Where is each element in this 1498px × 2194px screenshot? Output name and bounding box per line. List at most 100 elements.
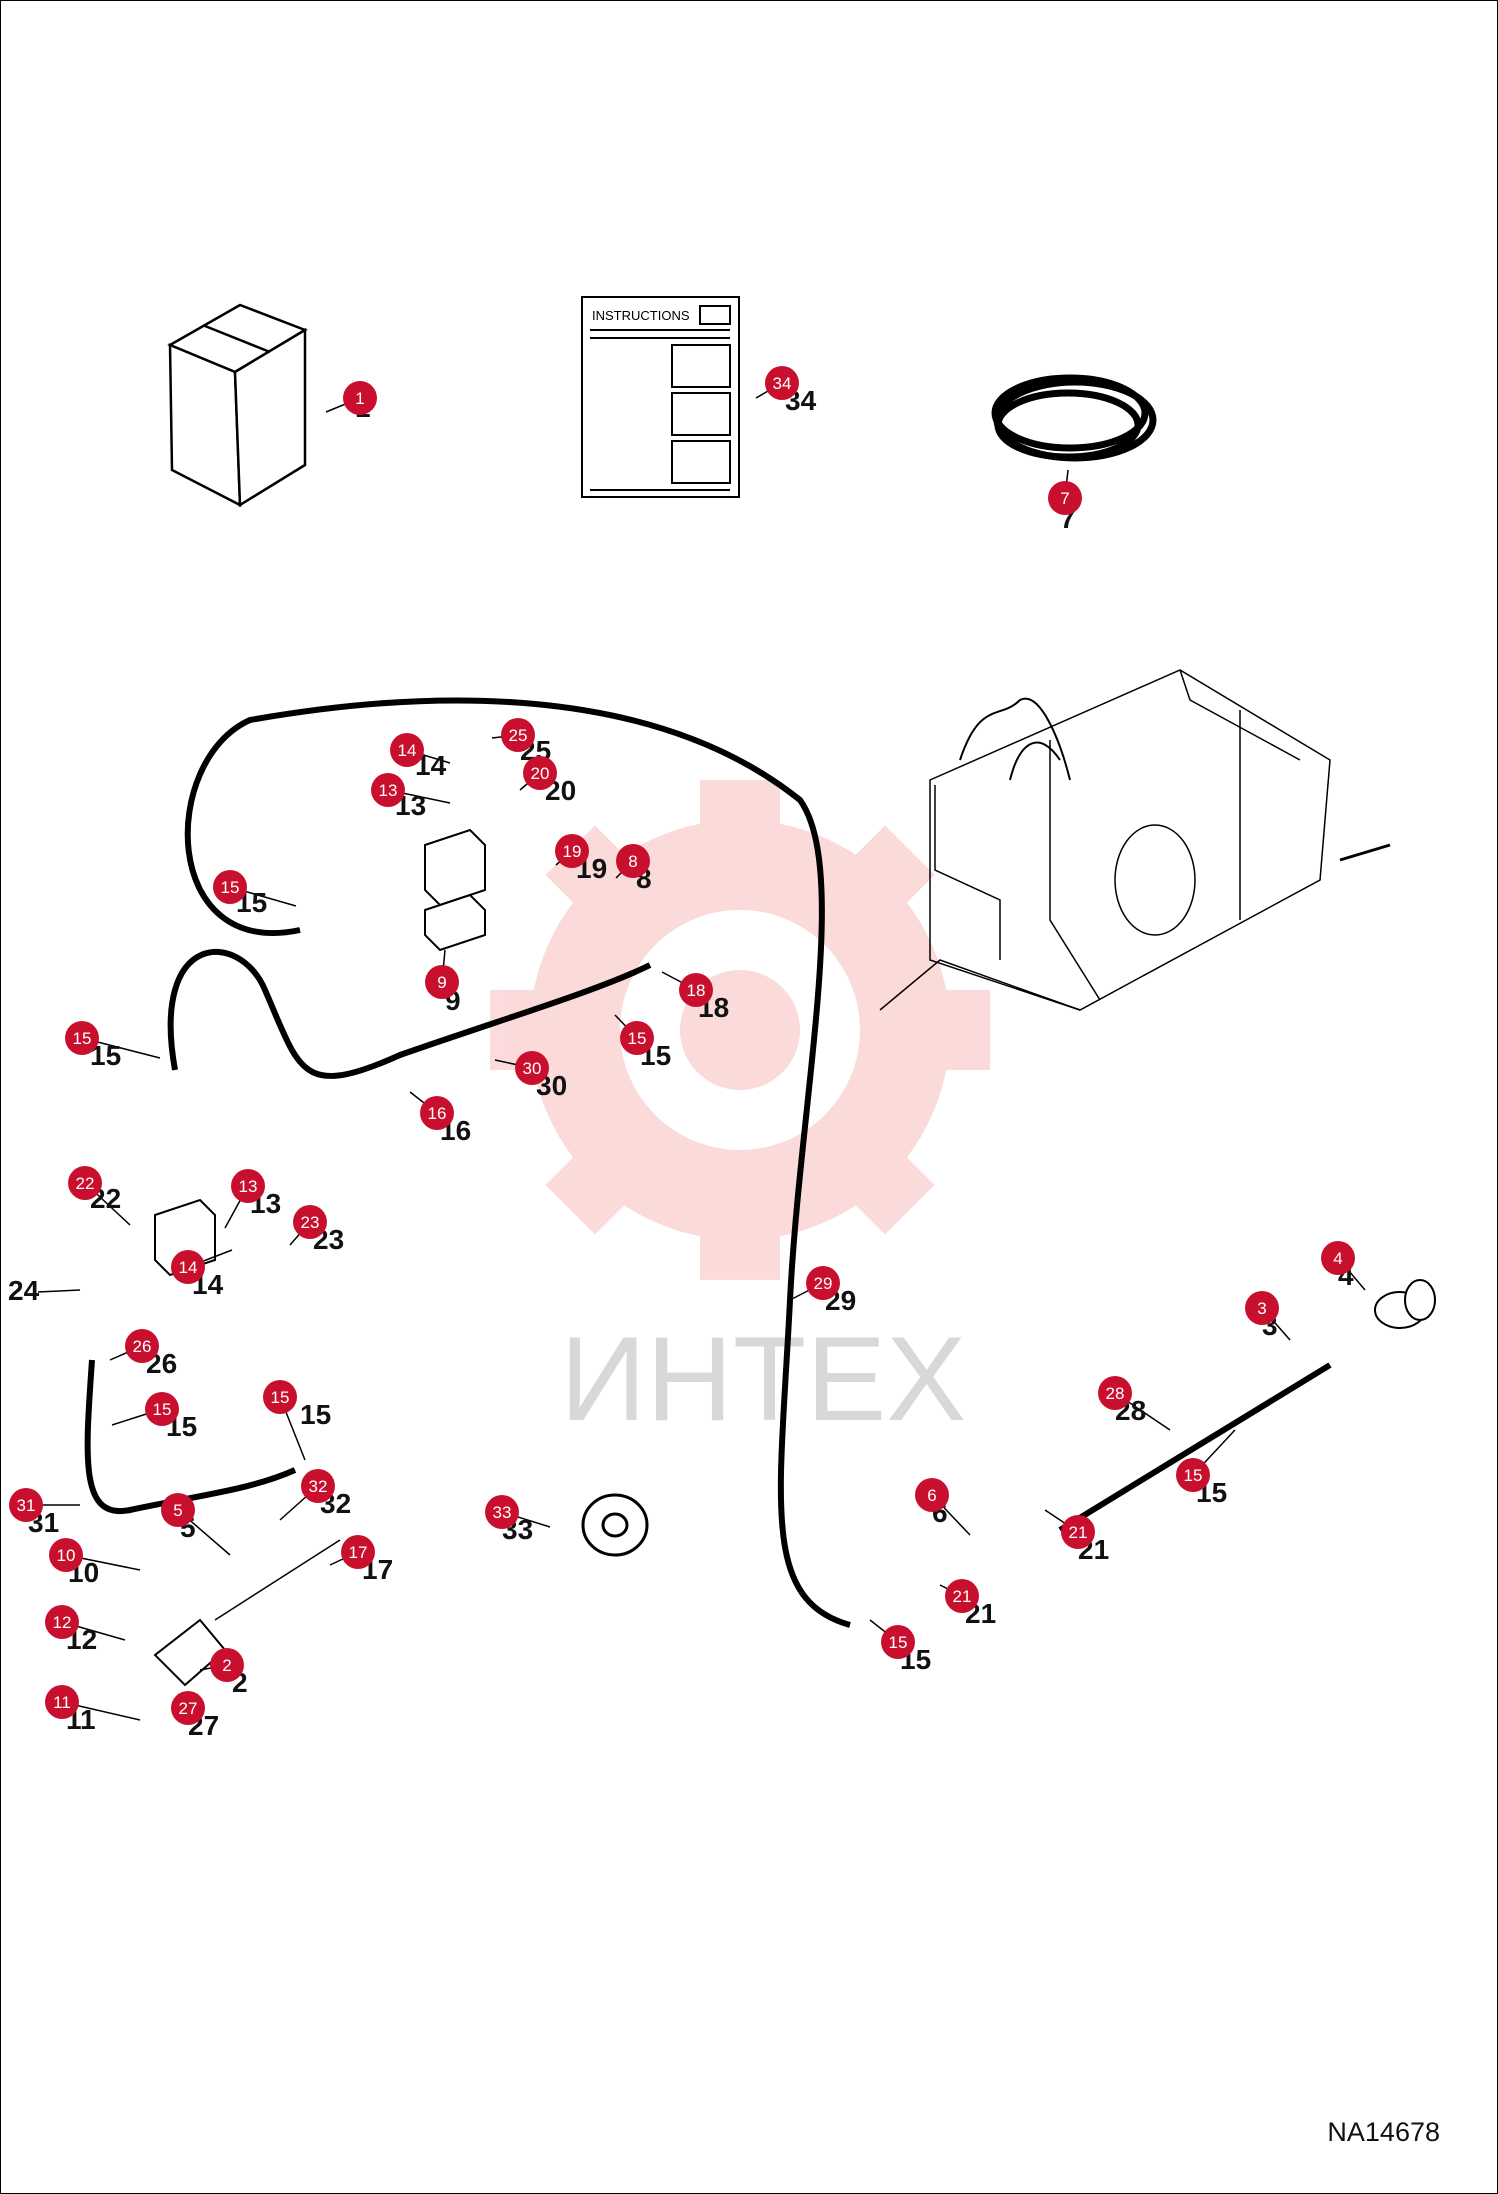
callout-badge-number: 4 — [1333, 1249, 1342, 1268]
callout-badge-number: 15 — [628, 1029, 647, 1048]
valve-block-upper — [424, 828, 486, 952]
callout-badge — [523, 756, 557, 790]
callout-badge — [171, 1250, 205, 1284]
callout-badge-number: 17 — [349, 1543, 368, 1562]
callout-badge — [231, 1169, 265, 1203]
callout-c3: 33 — [1245, 1291, 1291, 1341]
callout-badge — [45, 1685, 79, 1719]
callout-badge-number: 34 — [773, 374, 792, 393]
callout-badge — [293, 1205, 327, 1239]
callout-c1: 11 — [325, 381, 377, 423]
callout-badge — [390, 733, 424, 767]
callout-badge — [501, 718, 535, 752]
callout-badge-number: 5 — [173, 1501, 182, 1520]
callout-badge-number: 14 — [179, 1258, 198, 1277]
callout-c6: 66 — [915, 1478, 971, 1536]
callout-badge — [1176, 1458, 1210, 1492]
callout-badge — [515, 1051, 549, 1085]
callout-badge-number: 23 — [301, 1213, 320, 1232]
callout-badge — [65, 1021, 99, 1055]
callout-badge-number: 15 — [153, 1400, 172, 1419]
instruction-sheet-drawing — [581, 296, 740, 498]
callout-number: 24 — [8, 1275, 40, 1306]
hose-31 — [84, 1359, 297, 1515]
callout-badge-number: 9 — [437, 973, 446, 992]
callout-badge — [1048, 481, 1082, 515]
callout-badge-number: 15 — [1184, 1466, 1203, 1485]
callout-badge-number: 15 — [73, 1029, 92, 1048]
callout-badge — [485, 1495, 519, 1529]
callout-badge — [616, 844, 650, 878]
callout-badge — [679, 973, 713, 1007]
coiled-tube-drawing — [991, 374, 1157, 462]
callout-badge — [1061, 1515, 1095, 1549]
callout-badge-number: 31 — [17, 1496, 36, 1515]
instruction-sheet-title: INSTRUCTIONS — [592, 308, 690, 323]
callout-badge — [9, 1488, 43, 1522]
callout-badge-number: 32 — [309, 1477, 328, 1496]
hose-line-17 — [214, 1539, 341, 1621]
callout-badge-number: 33 — [493, 1503, 512, 1522]
callout-badge — [341, 1535, 375, 1569]
callout-badge-number: 7 — [1060, 489, 1069, 508]
callout-badge-number: 8 — [628, 852, 637, 871]
callout-c2: 22 — [199, 1648, 248, 1698]
callout-badge — [881, 1625, 915, 1659]
callout-badge-number: 1 — [355, 389, 364, 408]
callout-badge-number: 22 — [76, 1174, 95, 1193]
bushing-33 — [581, 1493, 649, 1557]
callout-badge — [1098, 1376, 1132, 1410]
callout-badge-number: 30 — [523, 1059, 542, 1078]
callout-badge-number: 10 — [57, 1546, 76, 1565]
callout-c8: 88 — [615, 844, 652, 894]
callout-badge — [765, 366, 799, 400]
drawing-code: NA14678 — [1327, 2117, 1440, 2147]
callout-c24: 24 — [8, 1275, 81, 1306]
callout-badge — [1321, 1241, 1355, 1275]
leader-line — [37, 1289, 81, 1293]
callout-badge — [806, 1266, 840, 1300]
callout-badge-number: 14 — [398, 741, 417, 760]
callout-badge-number: 20 — [531, 764, 550, 783]
callout-badge — [1245, 1291, 1279, 1325]
callout-badge — [425, 965, 459, 999]
callout-badge-number: 16 — [428, 1104, 447, 1123]
kit-box-drawing — [167, 303, 308, 508]
callout-c9: 99 — [425, 949, 461, 1016]
callout-badge — [343, 381, 377, 415]
coupler-4 — [1374, 1279, 1436, 1329]
callout-badge-number: 12 — [53, 1613, 72, 1632]
callout-badge — [620, 1021, 654, 1055]
callout-badge — [555, 834, 589, 868]
loader-frame-drawing — [879, 669, 1391, 1011]
callout-badge-number: 15 — [271, 1388, 290, 1407]
watermark — [490, 780, 990, 1280]
callout-badge-number: 21 — [1069, 1523, 1088, 1542]
callout-badge — [301, 1469, 335, 1503]
callout-badge-number: 27 — [179, 1699, 198, 1718]
